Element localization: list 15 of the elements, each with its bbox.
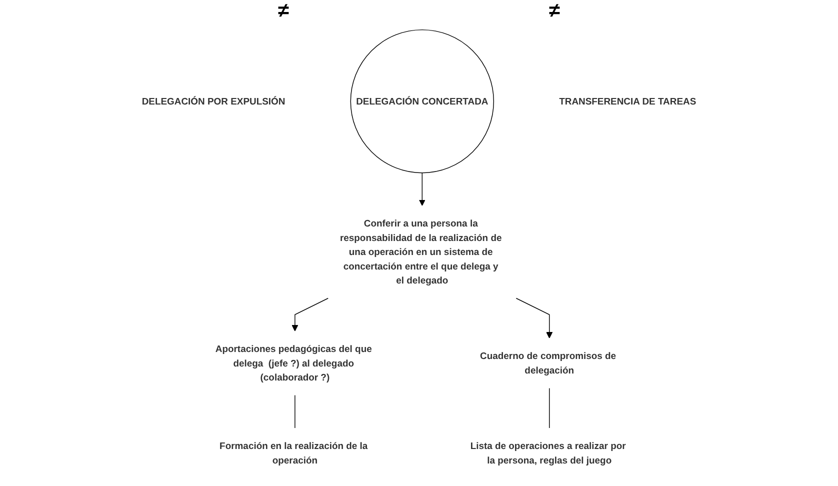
- not-equal-sign: ≠: [549, 0, 560, 24]
- connector: [294, 394, 296, 428]
- connector: [549, 388, 550, 428]
- node-text: Aportaciones pedagógicas del que delega (jefe ?) al delegado (colaborador ?): [215, 343, 372, 383]
- arrow: [516, 298, 553, 338]
- arrow: [418, 172, 426, 206]
- node-text: Conferir a una persona la responsabilidad de la realización de una operación en un sistema de concertación entre el que delega y el delegado: [340, 218, 502, 286]
- node-text: Cuaderno de compromisos de delegación: [480, 350, 616, 376]
- node-text: Formación en la realización de la operación: [220, 440, 368, 466]
- node-circle: DELEGACIÓN CONCERTADA: [350, 29, 494, 174]
- node-text: Lista de operaciones a realizar por la persona, reglas del juego: [470, 440, 626, 466]
- arrow: [292, 298, 328, 332]
- not-equal-sign: ≠: [278, 0, 289, 24]
- node-text: DELEGACIÓN POR EXPULSIÓN: [142, 96, 286, 107]
- node-text: TRANSFERENCIA DE TAREAS: [559, 96, 696, 107]
